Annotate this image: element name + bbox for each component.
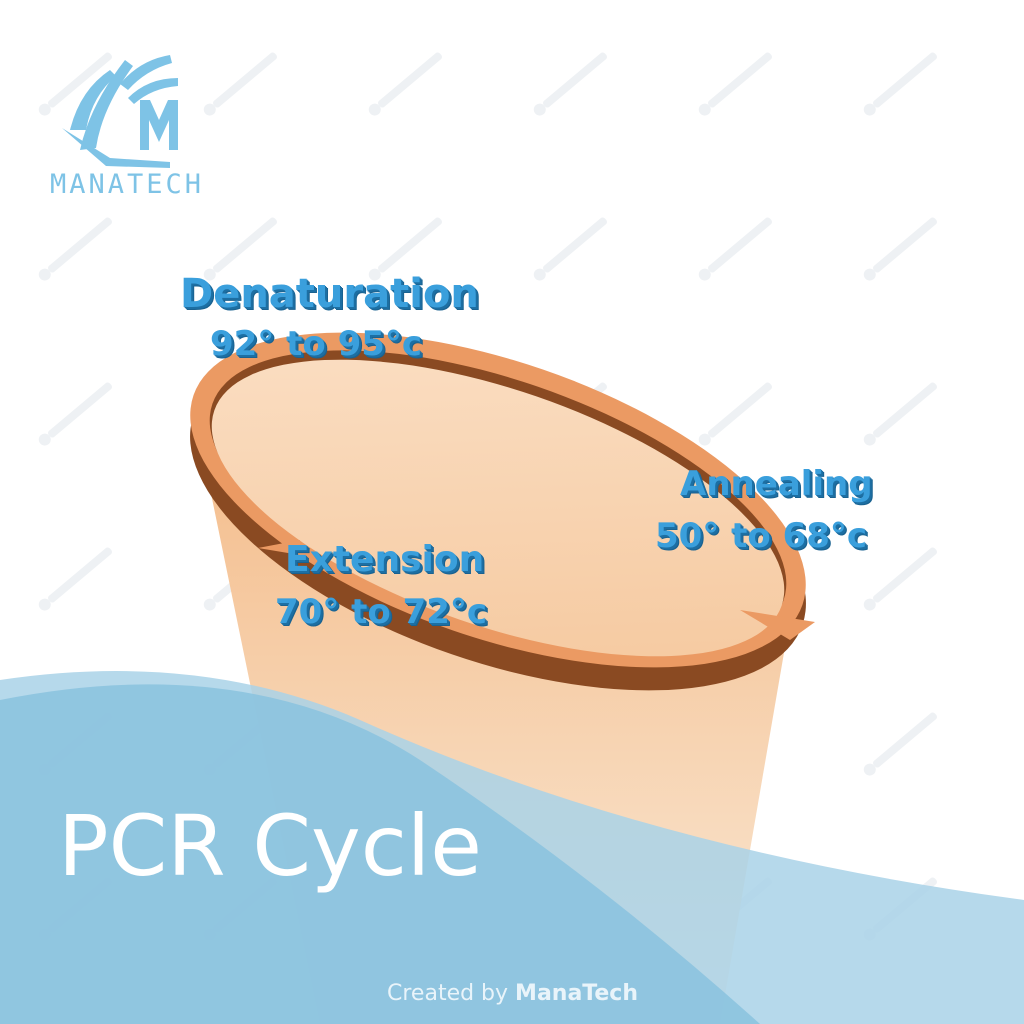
logo-icon: [62, 55, 178, 168]
step-annealing-range: 50° to 68°c: [655, 516, 868, 556]
ring-interior: [211, 359, 785, 657]
wave-front: [0, 684, 760, 1024]
step-extension-name: Extension: [285, 539, 485, 580]
footer-brand: ManaTech: [515, 981, 639, 1006]
page-title: PCR Cycle: [58, 797, 482, 895]
footer-credit: Created by ManaTech: [387, 981, 639, 1006]
arrow-icon: [740, 610, 815, 640]
footer-prefix: Created by: [387, 981, 516, 1006]
logo-name: MANATECH: [50, 169, 205, 200]
step-denaturation-name: Denaturation: [180, 271, 479, 317]
step-annealing-name: Annealing: [680, 464, 873, 504]
arrow-icon: [258, 540, 300, 555]
step-denaturation-range: 92° to 95°c: [210, 324, 423, 364]
step-extension-range: 70° to 72°c: [275, 592, 488, 632]
